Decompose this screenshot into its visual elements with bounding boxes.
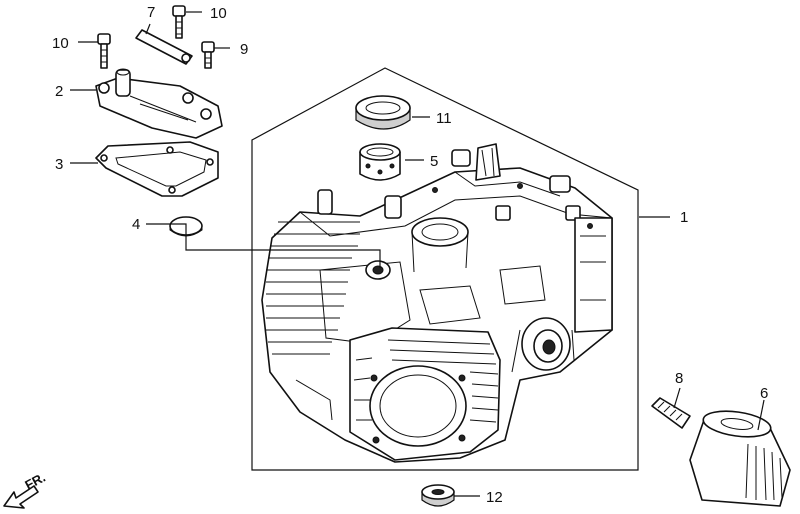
callout-4: 4 bbox=[132, 216, 140, 233]
callout-5: 5 bbox=[430, 153, 438, 170]
part-11-oil-seal bbox=[355, 95, 411, 130]
callout-3: 3 bbox=[55, 156, 63, 173]
callout-10-top: 10 bbox=[210, 5, 227, 22]
assembly-outline bbox=[251, 67, 639, 471]
leader-lines bbox=[70, 11, 765, 497]
part-7-plate bbox=[135, 29, 193, 65]
callout-2: 2 bbox=[55, 83, 63, 100]
callout-7: 7 bbox=[147, 4, 155, 21]
part-12-bearing bbox=[421, 484, 455, 507]
part-8-stud bbox=[651, 397, 691, 429]
callout-9: 9 bbox=[240, 41, 248, 58]
callout-labels: 1 2 3 4 5 6 7 8 9 10 10 11 12 bbox=[52, 4, 768, 506]
part-10-bolt-left bbox=[97, 33, 111, 69]
callout-8: 8 bbox=[675, 370, 683, 387]
front-arrow-icon bbox=[3, 485, 39, 509]
front-cylinder bbox=[349, 327, 501, 461]
part-6-oil-filter bbox=[689, 410, 791, 507]
callout-11: 11 bbox=[436, 110, 452, 127]
side-filter-boss bbox=[511, 317, 575, 373]
part-2-cover bbox=[95, 68, 223, 139]
callout-12: 12 bbox=[486, 489, 503, 506]
front-label: FR. bbox=[22, 470, 48, 493]
part-9-bolt bbox=[201, 41, 215, 69]
part-3-gasket bbox=[95, 141, 219, 197]
callout-10-left: 10 bbox=[52, 35, 69, 52]
callout-1: 1 bbox=[680, 209, 688, 226]
part-10-bolt-top bbox=[172, 5, 186, 39]
front-direction-indicator: FR. bbox=[3, 470, 48, 509]
left-cylinder-fins bbox=[266, 221, 360, 355]
part-5-collar bbox=[359, 143, 401, 181]
crankcase-assembly bbox=[261, 143, 613, 463]
callout-6: 6 bbox=[760, 385, 768, 402]
